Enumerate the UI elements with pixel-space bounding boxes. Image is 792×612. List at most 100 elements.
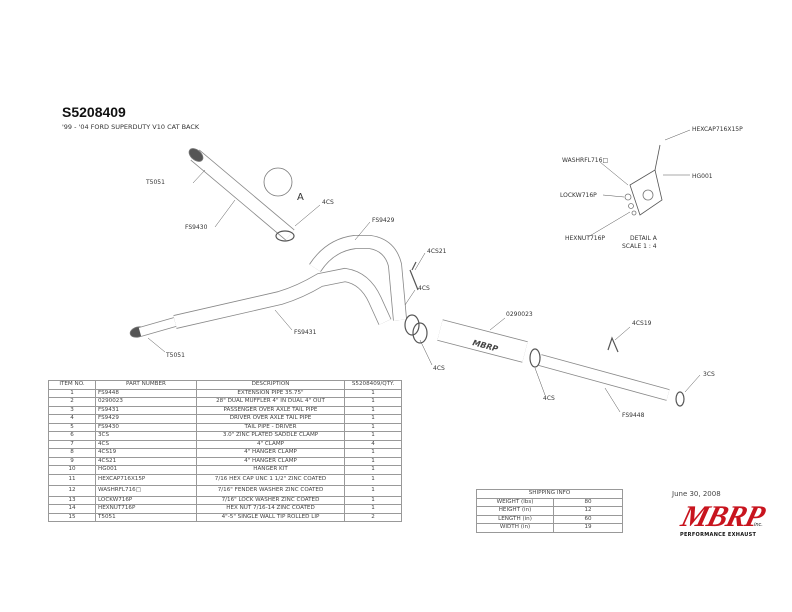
part-number-cell: FS9431	[95, 405, 197, 415]
passenger-over-axle-pipe	[129, 267, 392, 338]
item-no-cell: 10	[48, 465, 96, 475]
item-no-cell: 1	[48, 388, 96, 398]
quantity-cell: 1	[344, 484, 402, 497]
quantity-cell: 1	[344, 414, 402, 424]
quantity-cell: 1	[344, 473, 402, 486]
detail-a-scale: SCALE 1 : 4	[622, 243, 657, 250]
part-number-cell: HEXNUT716P	[95, 504, 197, 514]
callout-fs9430: FS9430	[185, 224, 208, 231]
hanger-clamp-4cs19	[607, 336, 619, 353]
shipping-label: WEIGHT (lbs)	[476, 497, 554, 507]
description-cell: 4" CLAMP	[196, 439, 345, 449]
quantity-cell: 1	[344, 431, 402, 441]
shipping-label: LENGTH (in)	[476, 514, 554, 524]
callout-4cs-top: 4CS	[322, 199, 334, 206]
item-no-cell: 3	[48, 405, 96, 415]
shipping-row: LENGTH (in)60	[476, 514, 623, 524]
clamp-4cs-top	[275, 230, 295, 242]
item-no-cell: 2	[48, 397, 96, 407]
callout-lockwasher: LOCKW716P	[560, 192, 597, 199]
quantity-cell: 1	[344, 465, 402, 475]
shipping-label: HEIGHT (in)	[476, 506, 554, 516]
description-cell: 4" HANGER CLAMP	[196, 456, 345, 466]
callout-fs9448: FS9448	[622, 412, 645, 419]
description-cell: 7/16" LOCK WASHER ZINC COATED	[196, 495, 345, 505]
part-number-cell: FS9430	[95, 422, 197, 432]
detail-a-hanger	[624, 144, 663, 216]
description-cell: PASSENGER OVER AXLE TAIL PIPE	[196, 405, 345, 415]
item-no-cell: 9	[48, 456, 96, 466]
description-cell: 7/16" FENDER WASHER ZINC COATED	[196, 484, 345, 497]
driver-over-axle-pipe	[309, 235, 407, 321]
part-number-cell: FS9429	[95, 414, 197, 424]
callout-4cs-mid: 4CS	[418, 285, 430, 292]
callout-3cs: 3CS	[703, 371, 715, 378]
detail-a-marker: A	[297, 192, 304, 203]
part-number-cell: 4CS	[95, 439, 197, 449]
logo-tagline: PERFORMANCE EXHAUST	[680, 532, 757, 538]
clamp-4cs-mid	[404, 314, 420, 336]
quantity-cell: 1	[344, 495, 402, 505]
shipping-value: 19	[553, 523, 623, 533]
clamp-4cs-lower	[412, 322, 428, 344]
shipping-value: 80	[553, 497, 623, 507]
hanger-clamp-4cs21	[409, 261, 419, 291]
dual-muffler: MBRP	[437, 319, 528, 363]
tail-pipe-driver	[188, 148, 295, 241]
quantity-cell: 1	[344, 504, 402, 514]
bom-header: S5208409/QTY.	[344, 380, 402, 390]
callout-4cs-lower: 4CS	[433, 365, 445, 372]
callout-fs9431: FS9431	[294, 329, 317, 336]
description-cell: 28" DUAL MUFFLER 4" IN DUAL 4" OUT	[196, 397, 345, 407]
callout-t5051-bottom: T5051	[165, 352, 185, 359]
description-cell: 7/16 HEX CAP UNC 1 1/2" ZINC COATED	[196, 473, 345, 486]
bill-of-materials-table: ITEM NO. PART NUMBER DESCRIPTION S520840…	[48, 380, 402, 522]
callout-hg001: HG001	[692, 173, 713, 180]
shipping-label: WIDTH (in)	[476, 523, 554, 533]
shipping-value: 12	[553, 506, 623, 516]
quantity-cell: 4	[344, 439, 402, 449]
description-cell: EXTENSION PIPE 35.75"	[196, 388, 345, 398]
description-cell: HEX NUT 7/16-14 ZINC COATED	[196, 504, 345, 514]
item-no-cell: 11	[48, 473, 96, 486]
part-number-title: S5208409	[62, 104, 126, 120]
logo-inc: inc.	[754, 522, 763, 528]
mbrp-logo: MBRP	[677, 500, 768, 533]
description-cell: 4" HANGER CLAMP	[196, 448, 345, 458]
item-no-cell: 7	[48, 439, 96, 449]
callout-4cs19: 4CS19	[632, 320, 652, 327]
part-number-cell: 0290023	[95, 397, 197, 407]
part-number-cell: HG001	[95, 465, 197, 475]
part-number-cell: FS9448	[95, 388, 197, 398]
detail-a-title: DETAIL A	[630, 235, 658, 242]
callout-0290023: 0290023	[506, 311, 533, 318]
description-cell: HANGER KIT	[196, 465, 345, 475]
clamp-4cs-right	[529, 348, 541, 368]
item-no-cell: 5	[48, 422, 96, 432]
item-no-cell: 13	[48, 495, 96, 505]
description-cell: 4"-5" SINGLE WALL TIP ROLLED LIP	[196, 512, 345, 522]
vehicle-subtitle: '99 - '04 FORD SUPERDUTY V10 CAT BACK	[62, 123, 200, 131]
detail-a-circle	[263, 167, 293, 197]
shipping-row: WEIGHT (lbs)80	[476, 497, 623, 507]
description-cell: 3.0" ZINC PLATED SADDLE CLAMP	[196, 431, 345, 441]
bom-header: PART NUMBER	[95, 380, 197, 390]
callout-4cs21: 4CS21	[427, 248, 447, 255]
bom-header: ITEM NO.	[48, 380, 96, 390]
item-no-cell: 6	[48, 431, 96, 441]
clamp-3cs	[675, 391, 685, 407]
